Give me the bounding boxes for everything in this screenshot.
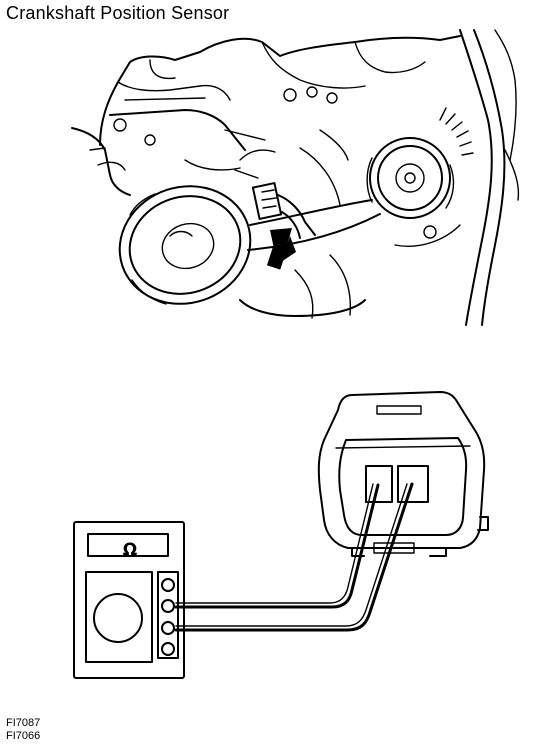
meter-jack-3 xyxy=(161,621,175,635)
meter-jack-2 xyxy=(161,599,175,613)
figure-code-2: FI7066 xyxy=(6,730,41,742)
sensor-connector xyxy=(317,391,489,557)
meter-dial-knob xyxy=(93,593,143,643)
figure-code-1: FI7087 xyxy=(6,717,41,729)
terminal-2 xyxy=(397,465,429,503)
diagram-title: Crankshaft Position Sensor xyxy=(6,3,230,23)
ohm-symbol: Ω xyxy=(122,540,138,560)
meter-display xyxy=(87,533,169,557)
meter-jack-4 xyxy=(161,642,175,656)
terminal-1 xyxy=(365,465,393,503)
meter-jack-1 xyxy=(161,578,175,592)
probe-leads xyxy=(174,482,414,632)
engine-illustration xyxy=(71,29,520,326)
ohmmeter xyxy=(73,521,185,679)
meter-dial-panel xyxy=(85,571,153,663)
figure-codes: FI7087 FI7066 xyxy=(6,717,40,743)
